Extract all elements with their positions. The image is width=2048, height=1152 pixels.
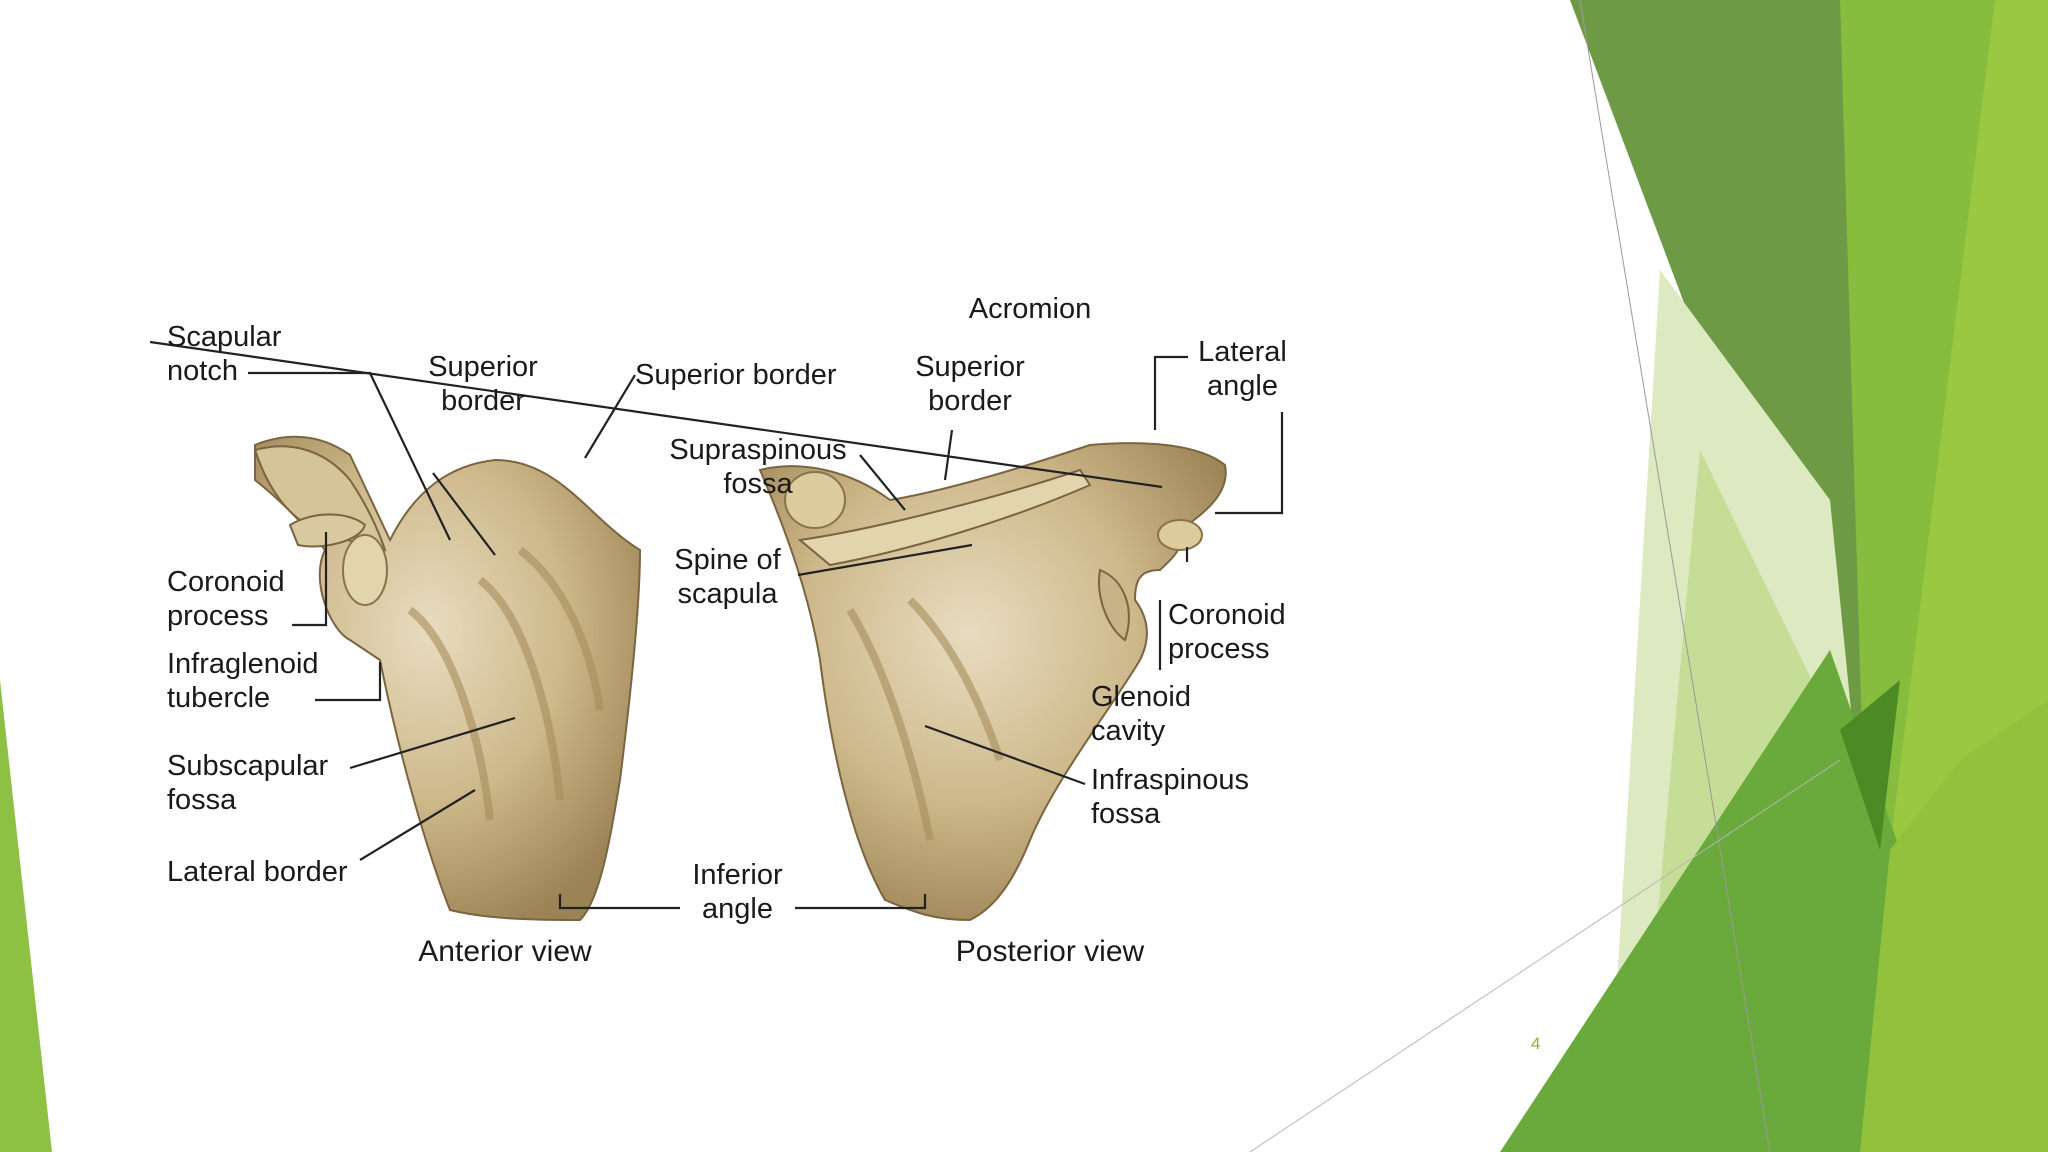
label-anterior-view: Anterior view bbox=[418, 935, 592, 968]
label-posterior-view: Posterior view bbox=[955, 935, 1145, 968]
slide-number: 4 bbox=[1531, 1034, 1541, 1053]
leader-lines bbox=[150, 340, 1284, 910]
label-superior-border-top: Superior border bbox=[635, 359, 837, 391]
scapula-illustration bbox=[150, 340, 1284, 922]
label-infraspinous-fossa: Infraspinous fossa bbox=[1091, 764, 1249, 830]
label-scapular-notch: Scapular notch bbox=[167, 321, 282, 387]
label-spine-of-scapula: Spine of scapula bbox=[674, 544, 781, 610]
label-glenoid-cavity: Glenoid cavity bbox=[1091, 681, 1191, 747]
label-lateral-angle: Lateral angle bbox=[1198, 336, 1287, 402]
label-superior-border-posterior: Superior border bbox=[915, 351, 1025, 417]
anterior-scapula bbox=[253, 435, 642, 922]
label-coronoid-process-anterior: Coronoid process bbox=[167, 566, 285, 632]
thin-line-1 bbox=[1579, 0, 1771, 1152]
left-green-sliver bbox=[0, 680, 52, 1152]
right-mid-green-shape bbox=[1500, 650, 1900, 1152]
label-coronoid-process-posterior: Coronoid process bbox=[1168, 599, 1286, 665]
label-infraglenoid-tubercle: Infraglenoid tubercle bbox=[167, 648, 319, 714]
thin-line-2 bbox=[1249, 759, 1841, 1152]
scapula-figure: Scapular notch Superior border Superior … bbox=[150, 280, 1300, 1000]
label-subscapular-fossa: Subscapular fossa bbox=[167, 750, 329, 816]
label-supraspinous-fossa: Supraspinous fossa bbox=[669, 434, 847, 500]
label-inferior-angle: Inferior angle bbox=[692, 859, 783, 925]
label-superior-border-anterior: Superior border bbox=[428, 351, 538, 417]
label-acromion: Acromion bbox=[968, 293, 1092, 325]
right-bottom-green bbox=[1860, 700, 2048, 1152]
label-lateral-border: Lateral border bbox=[167, 856, 348, 888]
right-dark-accent bbox=[1840, 680, 1900, 850]
